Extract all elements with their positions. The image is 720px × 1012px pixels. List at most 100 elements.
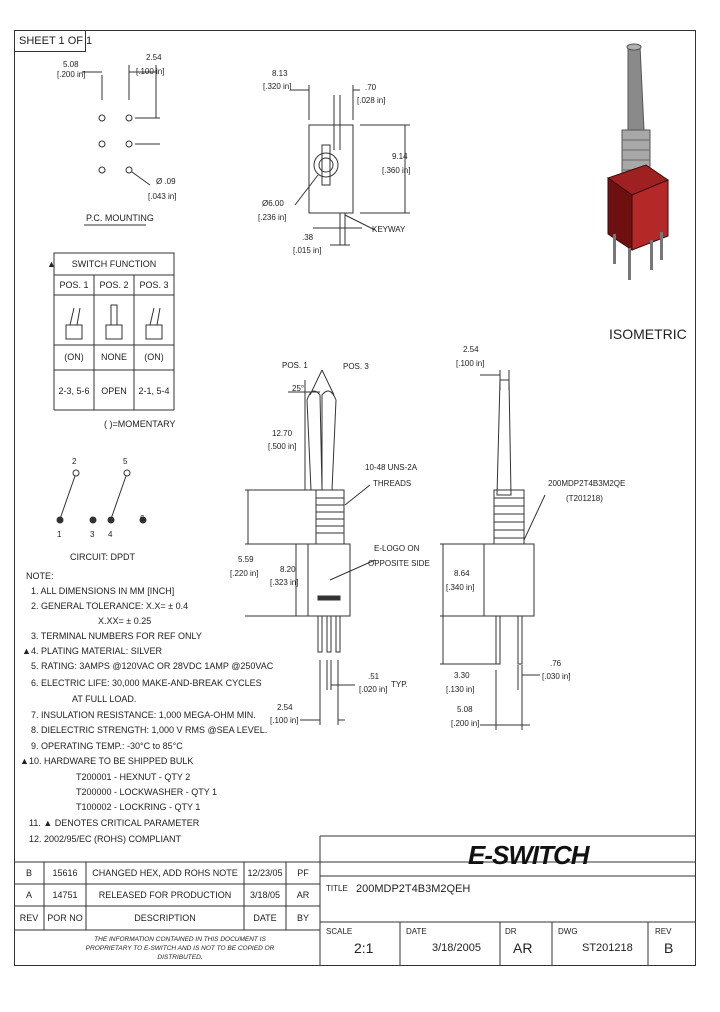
note-11: 11. ▲ DENOTES CRITICAL PARAMETER (29, 818, 200, 828)
por-b: 15616 (52, 868, 78, 878)
note-10a: T200001 - HEXNUT - QTY 2 (76, 772, 191, 782)
critical-marker: ▲ (47, 259, 56, 269)
top-w: 8.13 (272, 69, 288, 78)
por-a: 14751 (52, 890, 78, 900)
side-pin-in: [.130 in] (446, 685, 475, 694)
note-4-marker: ▲ (22, 646, 31, 656)
drawing-title: 200MDP2T4B3M2QEH (356, 883, 471, 895)
top-d1: .70 (365, 83, 377, 92)
top-key: .38 (302, 233, 314, 242)
sheet-label: SHEET 1 OF 1 (19, 35, 93, 47)
hdr-rev: REV (19, 913, 39, 923)
pc-mounting-title: P.C. MOUNTING (86, 213, 154, 223)
note-6b: AT FULL LOAD. (72, 694, 137, 704)
pos-2-header: POS. 2 (99, 280, 129, 290)
dwg-value: ST201218 (582, 942, 633, 954)
front-angle: 25° (292, 384, 305, 393)
top-h: 9.14 (392, 152, 408, 161)
state-3: (ON) (144, 352, 164, 362)
note-10c: T100002 - LOCKRING - QTY 1 (76, 802, 201, 812)
side-body: 8.64 (454, 569, 470, 578)
pin-4: 4 (108, 530, 113, 539)
note-1: 1. ALL DIMENSIONS IN MM [INCH] (31, 586, 175, 596)
switch-function-title: SWITCH FUNCTION (71, 259, 157, 269)
pc-dim-a-in: [.200 in] (57, 70, 86, 79)
rev-b: B (25, 868, 32, 878)
side-pinw-in: [.030 in] (542, 672, 571, 681)
pin-2: 2 (72, 457, 77, 466)
proprietary-notice: THE INFORMATION CONTAINED IN THIS DOCUME… (85, 936, 275, 961)
title-label: TITLE (326, 884, 348, 893)
side-dia: 2.54 (463, 345, 479, 354)
note-8: 8. DIELECTRIC STRENGTH: 1,000 V RMS @SEA… (31, 725, 268, 735)
scale-value: 2:1 (354, 940, 374, 956)
note-2: 2. GENERAL TOLERANCE: X.X= ± 0.4 (31, 601, 189, 611)
side-pinw: .76 (550, 659, 562, 668)
note-2b: X.XX= ± 0.25 (98, 616, 152, 626)
pc-dim-a: 5.08 (63, 60, 79, 69)
front-pin: .51 (368, 672, 380, 681)
dr-label: DR (505, 927, 517, 936)
by-a: AR (296, 890, 310, 900)
note-10: 10. HARDWARE TO BE SHIPPED BULK (29, 756, 194, 766)
pos-1-header: POS. 1 (59, 280, 89, 290)
top-dia: Ø6.00 (262, 199, 284, 208)
pin-3: 3 (90, 530, 95, 539)
note-12: 12. 2002/95/EC (ROHS) COMPLIANT (29, 834, 182, 844)
side-pitch-in: [.200 in] (451, 719, 480, 728)
pin-6: 6 (140, 514, 145, 523)
front-thread2: THREADS (373, 479, 412, 488)
note-6: 6. ELECTRIC LIFE: 30,000 MAKE-AND-BREAK … (31, 678, 262, 688)
front-pin-in: [.020 in] (359, 685, 388, 694)
front-elogo2: OPPOSITE SIDE (368, 559, 430, 568)
top-dia-in: [.236 in] (258, 213, 287, 222)
state-2: NONE (100, 352, 127, 362)
side-pitch: 5.08 (457, 705, 473, 714)
conn-1: 2-3, 5-6 (58, 386, 90, 396)
pc-hole: Ø .09 (156, 177, 176, 186)
side-part2: (T201218) (566, 494, 603, 503)
isometric-render (606, 43, 670, 280)
top-h-in: [.360 in] (382, 166, 411, 175)
note-10b: T200000 - LOCKWASHER - QTY 1 (76, 787, 218, 797)
hdr-date: DATE (253, 913, 277, 923)
dwg-label: DWG (558, 927, 578, 936)
hdr-por: POR NO (47, 913, 83, 923)
notes-title: NOTE: (26, 571, 54, 581)
pin-1: 1 (57, 530, 62, 539)
desc-a: RELEASED FOR PRODUCTION (98, 890, 232, 900)
pin-5: 5 (123, 457, 128, 466)
front-pos1: POS. 1 (282, 361, 308, 370)
circuit-title: CIRCUIT: DPDT (70, 552, 135, 562)
side-dia-in: [.100 in] (456, 359, 485, 368)
note-5: 5. RATING: 3AMPS @120VAC OR 28VDC 1AMP @… (31, 661, 274, 671)
pc-dim-b: 2.54 (146, 53, 162, 62)
date-b: 12/23/05 (247, 868, 283, 878)
front-typ: TYP. (391, 680, 408, 689)
note-10-marker: ▲ (20, 756, 29, 766)
note-4: 4. PLATING MATERIAL: SILVER (31, 646, 163, 656)
e-switch-logo: E-SWITCH (468, 840, 590, 870)
keyway-label: KEYWAY (372, 225, 406, 234)
top-key-in: [.015 in] (293, 246, 322, 255)
date-a: 3/18/05 (249, 890, 281, 900)
note-7: 7. INSULATION RESISTANCE: 1,000 MEGA-OHM… (31, 710, 256, 720)
rev-a: A (25, 890, 32, 900)
sheet-box (14, 30, 86, 52)
hdr-by: BY (296, 913, 309, 923)
momentary-note: ( )=MOMENTARY (104, 419, 176, 429)
front-lever: 12.70 (272, 429, 293, 438)
pc-dim-b-in: [.100 in] (136, 67, 165, 76)
front-elogo: E-LOGO ON (374, 544, 420, 553)
conn-3: 2-1, 5-4 (138, 386, 170, 396)
dr-value: AR (513, 940, 533, 956)
pc-hole-in: [.043 in] (148, 192, 177, 201)
front-pos3: POS. 3 (343, 362, 369, 371)
side-part: 200MDP2T4B3M2QE (548, 479, 626, 488)
hdr-desc: DESCRIPTION (134, 913, 196, 923)
state-1: (ON) (64, 352, 84, 362)
front-pitch: 2.54 (277, 703, 293, 712)
top-d1-in: [.028 in] (357, 96, 386, 105)
front-body-in: [.323 in] (270, 578, 299, 587)
